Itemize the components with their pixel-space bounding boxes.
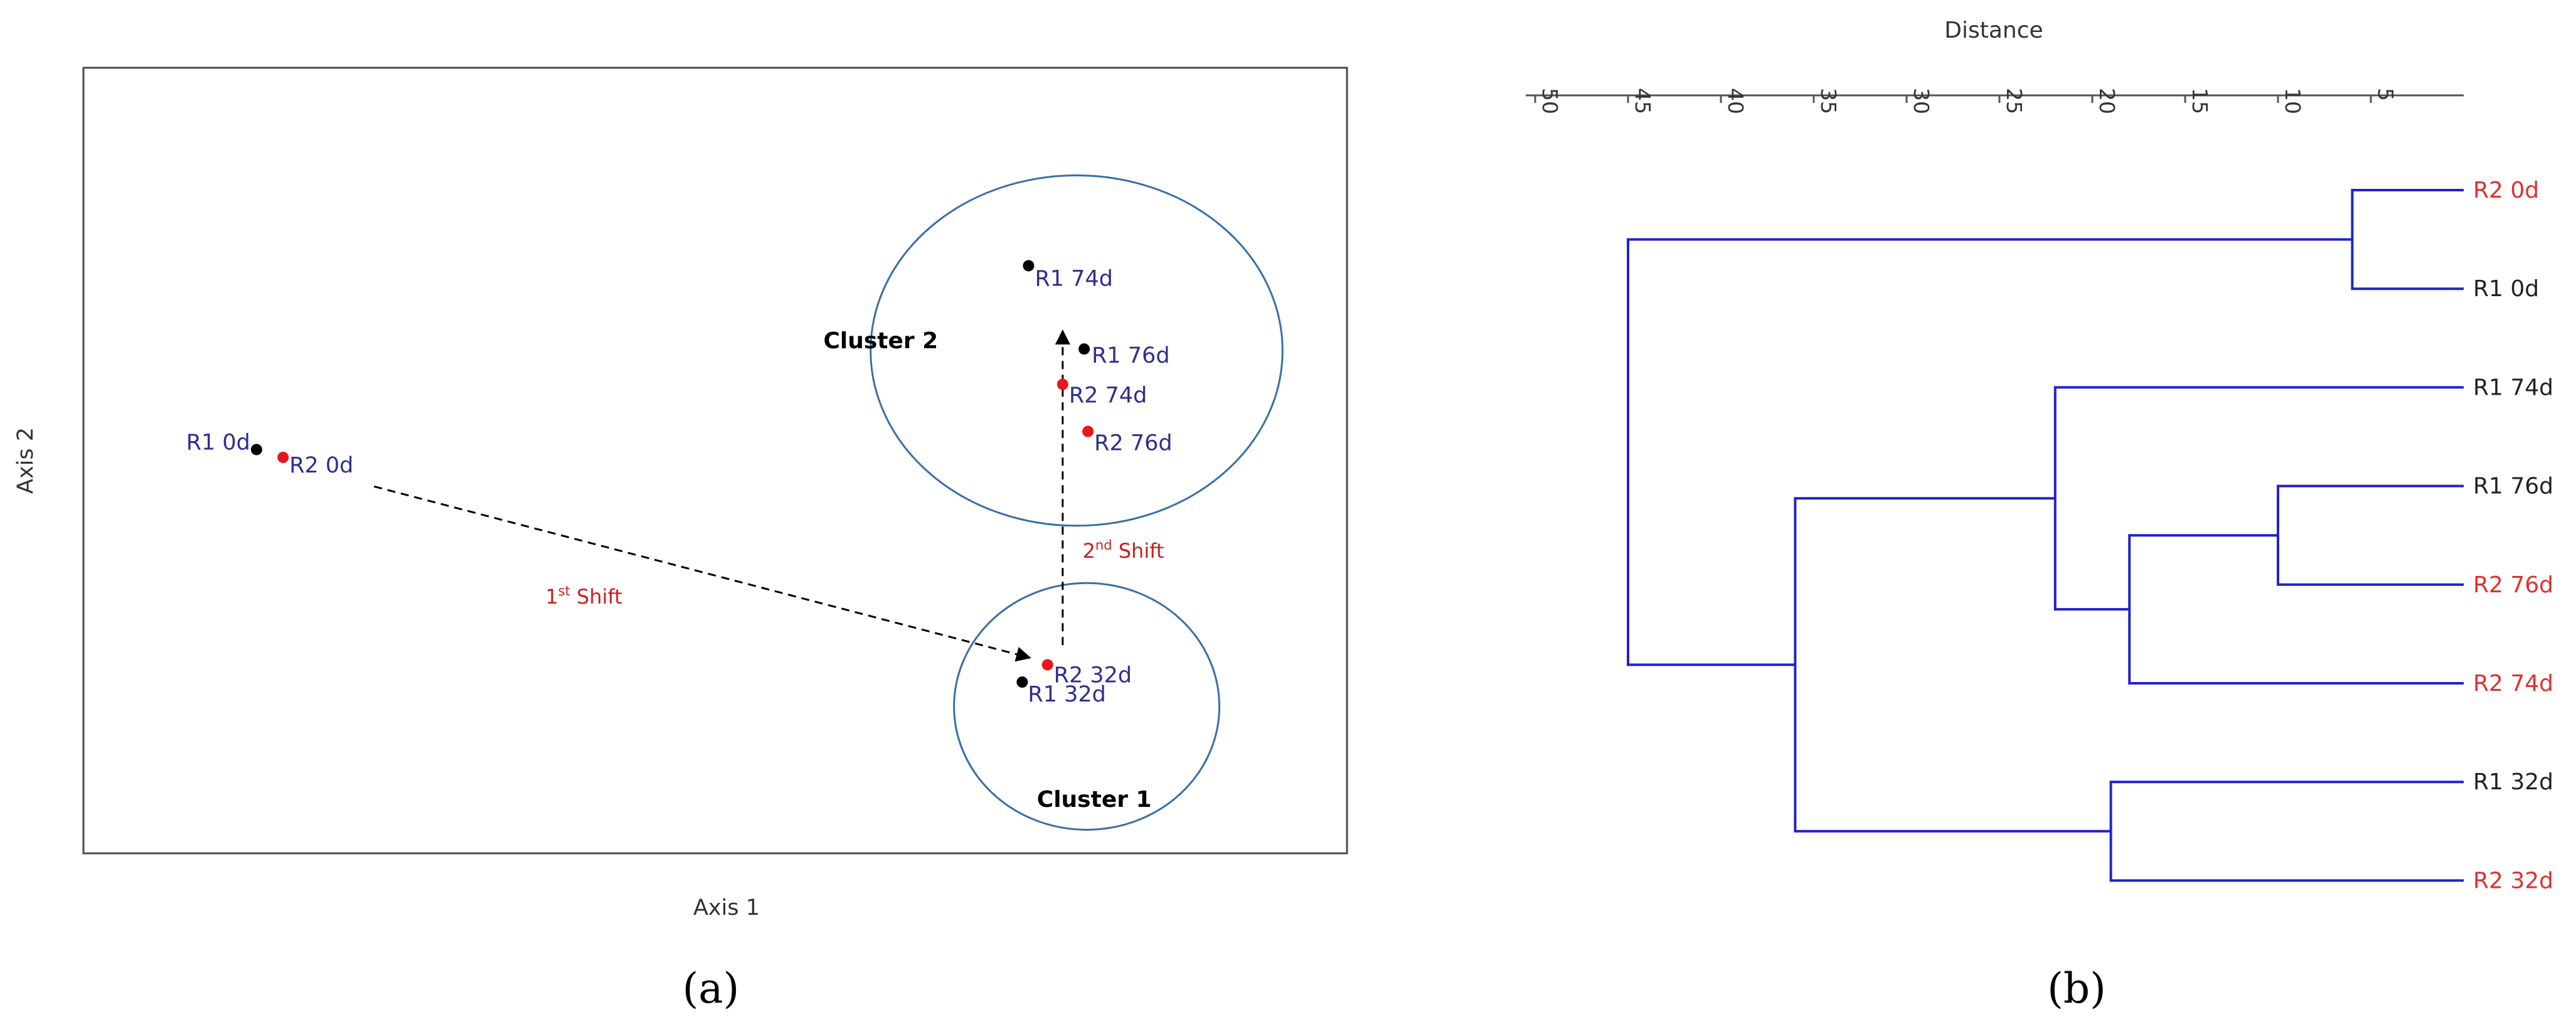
shift-label-2: 2nd Shift — [1083, 538, 1164, 563]
shift-arrows: 1st Shift 2nd Shift — [373, 329, 1164, 662]
cluster-ellipse-2 — [870, 174, 1284, 527]
dendrogram-link-m4 — [2053, 386, 2464, 611]
tick-label-40: 40 — [1723, 88, 1748, 114]
dendrogram-link-m1 — [2351, 189, 2464, 291]
leaf-label-r2-74d: R2 74d — [2473, 671, 2553, 696]
cluster-label-1: Cluster 1 — [1037, 787, 1152, 813]
panel-a-caption: (a) — [683, 964, 740, 1013]
point-r2-0d — [277, 451, 289, 463]
leaf-label-r2-32d: R2 32d — [2473, 868, 2553, 893]
leaf-label-r2-0d: R2 0d — [2473, 178, 2539, 203]
sample-points: R1 0d R2 0d R1 74d R1 76d R2 74d R2 76d R2 32d… — [186, 260, 1173, 707]
leaf-label-r2-76d: R2 76d — [2473, 572, 2553, 598]
point-label-r1-0d: R1 0d — [186, 430, 250, 455]
tick-label-15: 15 — [2188, 88, 2212, 114]
point-r2-76d — [1082, 425, 1094, 437]
distance-axis-title: Distance — [1944, 18, 2043, 43]
point-label-r2-0d: R2 0d — [289, 453, 353, 478]
dendrogram-link-m7 — [1627, 238, 2353, 666]
dendrogram-link-m6 — [1794, 497, 2111, 833]
ordination-plot-frame — [82, 67, 1348, 855]
dendrogram-link-m5 — [2109, 781, 2464, 882]
panel-b-caption: (b) — [2047, 964, 2106, 1013]
point-r1-32d — [1016, 676, 1028, 688]
point-label-r2-32d: R2 32d — [1054, 663, 1132, 688]
shift-arrow-1 — [373, 485, 1031, 662]
shift-label-1: 1st Shift — [545, 584, 622, 609]
tick-label-35: 35 — [1816, 88, 1841, 114]
tick-label-20: 20 — [2095, 88, 2119, 114]
point-label-r1-74d: R1 74d — [1035, 267, 1112, 292]
dendrogram-leaf-labels: R2 0d R1 0d R1 74d R1 76d R2 76d R2 74d R1 32d… — [2473, 178, 2553, 893]
point-label-r1-32d: R1 32d — [1028, 682, 1105, 707]
cluster-ellipse-1 — [953, 582, 1221, 831]
point-label-r2-74d: R2 74d — [1069, 383, 1147, 408]
leaf-label-r1-32d: R1 32d — [2473, 769, 2553, 795]
tick-label-10: 10 — [2281, 88, 2305, 114]
tick-label-25: 25 — [2002, 88, 2026, 114]
ordination-panel: Cluster 1 Cluster 2 1st Shift 2nd Shift R1… — [13, 67, 1348, 1013]
point-r1-76d — [1078, 343, 1090, 355]
tick-label-50: 50 — [1538, 88, 1562, 114]
point-r2-74d — [1056, 378, 1068, 390]
axis1-label: Axis 1 — [693, 895, 760, 920]
point-r1-74d — [1023, 260, 1035, 272]
cluster-ellipses: Cluster 1 Cluster 2 — [823, 174, 1284, 831]
distance-ticks: 50 45 40 35 30 25 20 15 10 5 — [1534, 88, 2398, 114]
point-label-r2-76d: R2 76d — [1094, 431, 1172, 456]
tick-label-30: 30 — [1909, 88, 1934, 114]
leaf-label-r1-0d: R1 0d — [2473, 276, 2539, 302]
leaf-label-r1-74d: R1 74d — [2473, 375, 2553, 400]
axis2-label: Axis 2 — [13, 427, 38, 494]
leaf-label-r1-76d: R1 76d — [2473, 474, 2553, 499]
tick-label-45: 45 — [1631, 88, 1655, 114]
dendrogram-link-m2 — [2277, 484, 2464, 586]
cluster-label-2: Cluster 2 — [823, 328, 938, 354]
tick-label-5: 5 — [2373, 88, 2398, 101]
dendrogram-link-m3 — [2128, 534, 2464, 685]
dendrogram-links — [1627, 189, 2464, 882]
point-r1-0d — [250, 444, 262, 456]
point-r2-32d — [1041, 659, 1053, 671]
point-label-r1-76d: R1 76d — [1092, 343, 1169, 368]
